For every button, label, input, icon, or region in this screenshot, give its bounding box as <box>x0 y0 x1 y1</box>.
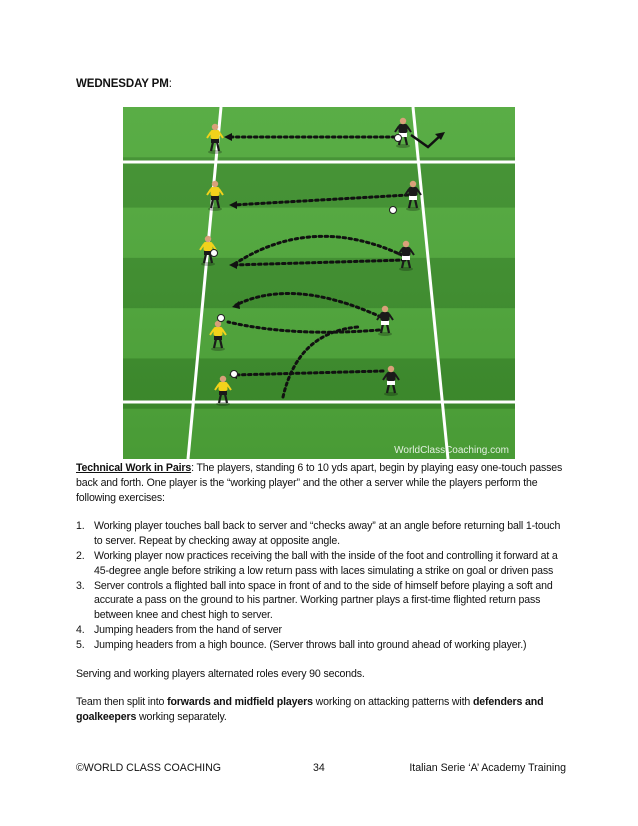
ball <box>230 370 238 378</box>
drill-diagram: WorldClassCoaching.com <box>123 107 515 459</box>
ball <box>217 314 225 322</box>
ball <box>389 206 397 214</box>
pass-path-5 <box>226 320 381 334</box>
balls <box>210 134 402 378</box>
working-player <box>199 235 217 266</box>
exercise-text: Working player now practices receiving t… <box>94 549 558 577</box>
exercise-item: 4. Jumping headers from the hand of serve… <box>76 623 570 638</box>
exercise-item: 5. Jumping headers from a high bounce. (S… <box>76 638 570 653</box>
exercise-number: 1. <box>76 520 85 533</box>
working-player <box>206 180 224 211</box>
check-away-arrow <box>410 132 445 149</box>
exercise-number: 5. <box>76 638 85 651</box>
pitch-illustration: WorldClassCoaching.com <box>123 107 515 459</box>
ball <box>210 249 218 257</box>
split-bold-defenders: defenders and goalkeepers <box>76 696 544 724</box>
exercise-item: 2. Working player now practices receiving… <box>76 549 570 579</box>
server-player <box>397 240 415 271</box>
footer-copyright: ©WORLD CLASS COACHING <box>76 762 221 774</box>
pitch-lines <box>123 107 515 459</box>
exercise-number: 3. <box>76 579 85 592</box>
exercise-text: Working player touches ball back to serv… <box>94 520 561 548</box>
right-sideline <box>411 107 450 459</box>
exercise-text: Server controls a flighted ball into spa… <box>94 579 553 622</box>
ball <box>394 134 402 142</box>
left-sideline <box>186 107 223 459</box>
exercise-number: 2. <box>76 549 85 562</box>
split-paragraph: Team then split into forwards and midfie… <box>76 695 570 725</box>
server-player <box>376 305 394 336</box>
pass-path-3 <box>227 234 408 267</box>
server-player <box>404 180 422 211</box>
pass-paths <box>226 135 410 399</box>
section-heading: WEDNESDAY PM: <box>76 78 172 90</box>
exercise-number: 4. <box>76 623 85 636</box>
pass-path-4 <box>234 292 383 319</box>
pass-path-6 <box>231 369 385 377</box>
working-player <box>214 375 232 406</box>
exercise-text: Jumping headers from the hand of server <box>94 623 282 636</box>
players <box>199 117 422 406</box>
pass-path-2 <box>231 193 410 207</box>
arrowhead-4 <box>232 301 240 309</box>
section-heading-colon: : <box>168 78 172 90</box>
exercise-item: 1. Working player touches ball back to se… <box>76 519 570 549</box>
arrowhead-2 <box>229 201 237 209</box>
intro-text: : The players, standing 6 to 10 yds apar… <box>76 462 563 504</box>
intro-paragraph: Technical Work in Pairs: The players, st… <box>76 461 570 505</box>
watermark: WorldClassCoaching.com <box>394 445 509 456</box>
split-bold-forwards: forwards and midfield players <box>167 696 313 709</box>
arrowhead-3 <box>229 261 237 269</box>
exercise-item: 3. Server controls a flighted ball into s… <box>76 579 570 623</box>
arrowhead-1 <box>224 133 232 141</box>
rotation-paragraph: Serving and working players alternated r… <box>76 667 365 680</box>
server-player <box>382 365 400 396</box>
footer-title: Italian Serie ‘A’ Academy Training <box>409 762 566 774</box>
page-body: Technical Work in Pairs: The players, st… <box>76 461 570 725</box>
working-player <box>209 320 227 351</box>
exercise-text: Jumping headers from a high bounce. (Ser… <box>94 638 527 651</box>
working-player <box>206 123 224 154</box>
page-number: 34 <box>313 762 325 774</box>
intro-title: Technical Work in Pairs <box>76 462 192 474</box>
section-heading-label: WEDNESDAY PM <box>76 78 169 90</box>
split-text: Team then split into <box>76 696 168 709</box>
split-text: working on attacking patterns with <box>312 696 473 709</box>
split-text: working separately. <box>136 711 227 724</box>
exercise-list: 1. Working player touches ball back to se… <box>76 519 570 652</box>
pass-path-7 <box>281 325 360 399</box>
